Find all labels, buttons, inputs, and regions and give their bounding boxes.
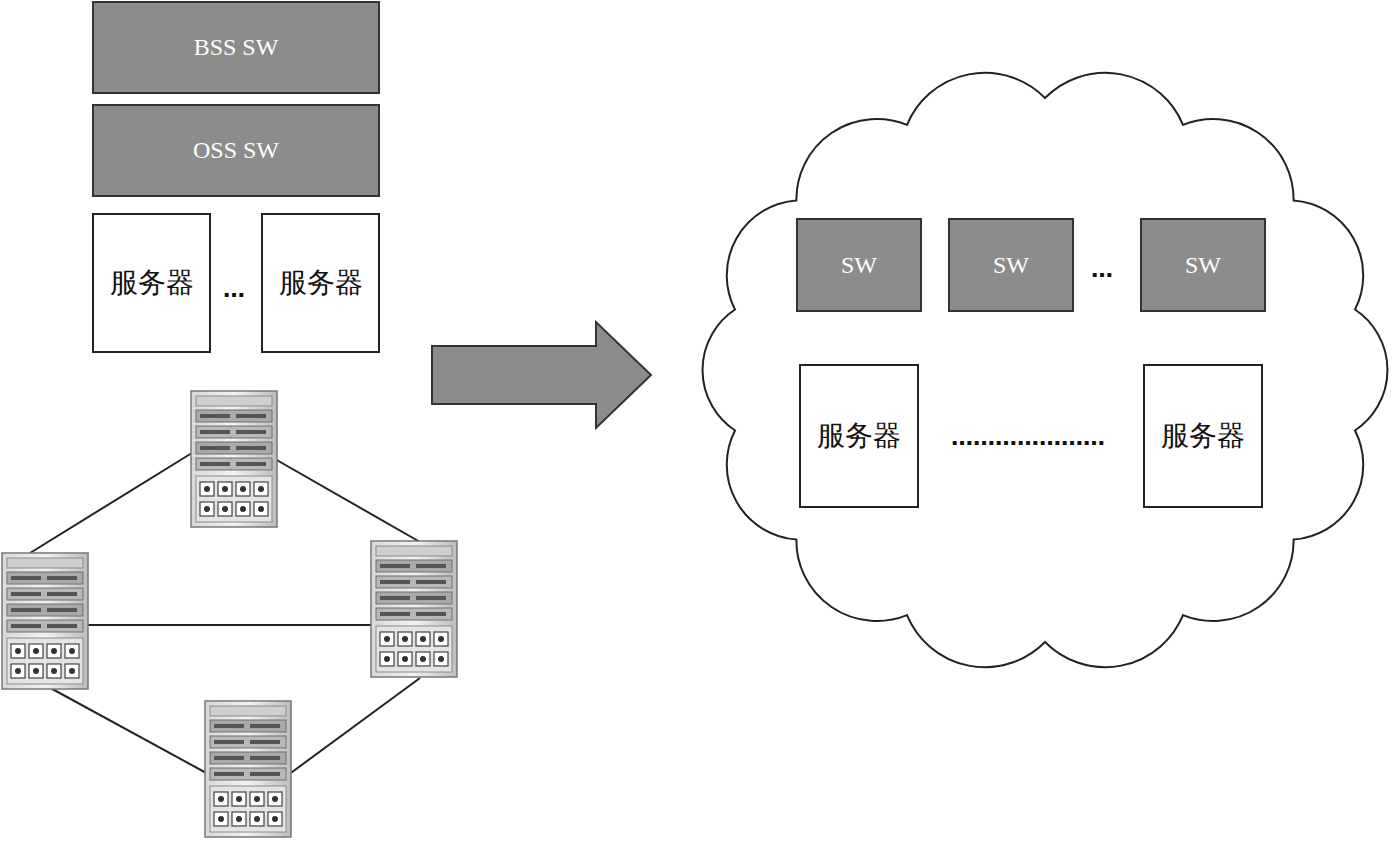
box-label: SW <box>1185 252 1221 279</box>
ellipsis: … <box>1091 259 1113 281</box>
switch-device <box>205 701 291 837</box>
box-label: 服务器 <box>279 264 363 302</box>
dotted-ellipsis: ………………… <box>951 427 1105 449</box>
box-label: 服务器 <box>1161 417 1245 455</box>
box-label: 服务器 <box>110 264 194 302</box>
box-label: SW <box>993 252 1029 279</box>
transition-arrow <box>432 322 651 428</box>
server-box: 服务器 <box>799 364 919 508</box>
system-box: BSS SW <box>92 1 380 94</box>
software-box: SW <box>948 218 1074 312</box>
box-label: OSS SW <box>193 137 279 164</box>
switch-device <box>371 541 457 677</box>
switch-device <box>2 553 88 689</box>
software-box: SW <box>796 218 922 312</box>
server-box: 服务器 <box>1143 364 1263 508</box>
cloud-outline <box>703 73 1388 667</box>
switch-device <box>191 391 277 527</box>
box-label: 服务器 <box>817 417 901 455</box>
box-label: SW <box>841 252 877 279</box>
software-box: SW <box>1140 218 1266 312</box>
system-box: OSS SW <box>92 104 380 197</box>
ellipsis: … <box>223 279 245 301</box>
server-box: 服务器 <box>92 213 211 353</box>
server-box: 服务器 <box>261 213 380 353</box>
box-label: BSS SW <box>194 34 279 61</box>
